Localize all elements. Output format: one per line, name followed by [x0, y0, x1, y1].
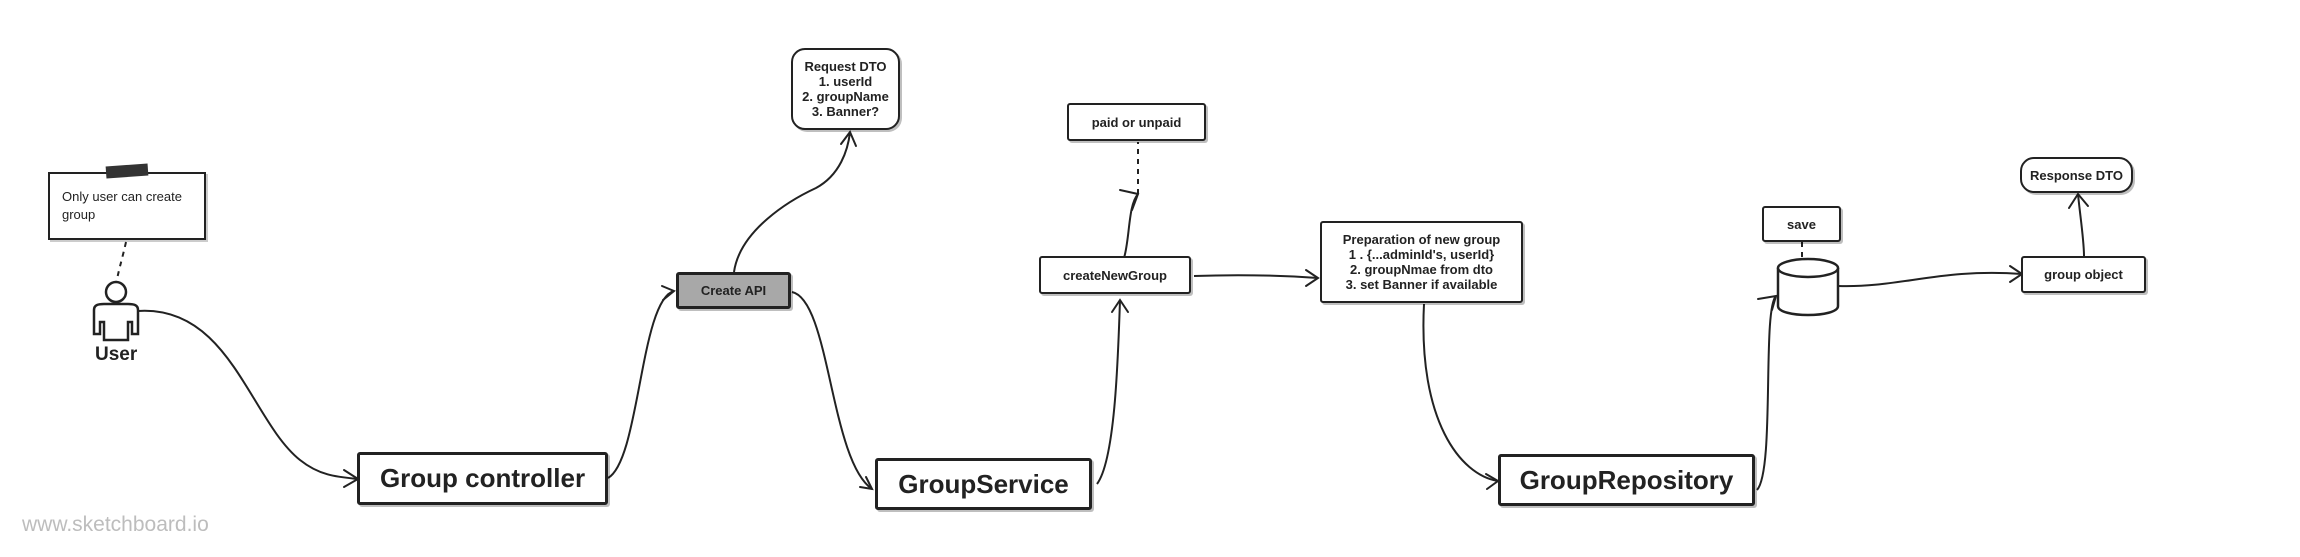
arrow-create-to-preparation	[1193, 274, 1319, 279]
create-api-node: Create API	[676, 272, 791, 309]
arrowhead	[2068, 192, 2089, 209]
request-dto-line: 3. Banner?	[811, 104, 880, 119]
arrow-create-to-paid	[1123, 193, 1139, 259]
arrow-preparation-to-repository	[1422, 303, 1499, 482]
arrow-controller-to-api	[607, 290, 675, 479]
arrowhead	[661, 285, 676, 301]
arrowhead	[1485, 473, 1500, 490]
note-text: Only user can create group	[62, 189, 182, 222]
user-icon	[92, 280, 140, 342]
response-dto-node: Response DTO	[2020, 157, 2133, 193]
preparation-node: Preparation of new group 1 . {...adminId…	[1320, 221, 1523, 303]
response-dto-label: Response DTO	[2030, 167, 2123, 183]
arrow-api-to-service	[791, 291, 873, 490]
group-object-label: group object	[2044, 267, 2123, 282]
group-service-label: GroupService	[898, 468, 1069, 499]
arrow-service-to-create	[1096, 299, 1121, 485]
save-label: save	[1787, 216, 1816, 232]
user-label: User	[95, 344, 138, 365]
create-new-group-node: createNewGroup	[1039, 256, 1191, 294]
preparation-line: 2. groupNmae from dto	[1349, 262, 1493, 277]
arrow-db-to-group-object	[1837, 271, 2023, 288]
group-object-node: group object	[2021, 256, 2146, 293]
arrowhead	[1119, 189, 1140, 211]
request-dto-node: Request DTO 1. userId 2. groupName 3. Ba…	[791, 48, 900, 130]
database-icon	[1776, 257, 1840, 317]
arrow-group-object-to-response	[2077, 193, 2085, 257]
sticky-note: Only user can create group	[48, 172, 206, 240]
group-controller-label: Group controller	[379, 463, 586, 493]
group-service-node: GroupService	[875, 458, 1092, 510]
arrowhead	[1305, 269, 1320, 287]
group-repository-label: GroupRepository	[1519, 464, 1734, 495]
arrowhead	[1757, 294, 1778, 311]
watermark: www.sketchboard.io	[22, 513, 209, 536]
save-node: save	[1762, 206, 1841, 242]
arrowhead	[840, 130, 857, 147]
group-repository-node: GroupRepository	[1498, 454, 1755, 506]
preparation-line: 1 . {...adminId's, userId}	[1348, 247, 1495, 262]
request-dto-line: 2. groupName	[802, 89, 889, 104]
arrow-api-to-request-dto	[733, 131, 851, 273]
note-connector	[115, 241, 127, 286]
request-dto-title: Request DTO	[804, 59, 887, 74]
request-dto-line: 1. userId	[818, 74, 873, 89]
paid-or-unpaid-node: paid or unpaid	[1067, 103, 1206, 141]
arrowhead	[1111, 298, 1129, 313]
preparation-line: 3. set Banner if available	[1345, 277, 1498, 292]
create-new-group-label: createNewGroup	[1062, 267, 1168, 283]
paid-or-unpaid-label: paid or unpaid	[1091, 114, 1182, 130]
group-controller-node: Group controller	[357, 452, 608, 505]
arrowhead	[859, 476, 874, 491]
create-api-label: Create API	[700, 283, 767, 298]
preparation-title: Preparation of new group	[1342, 232, 1501, 247]
arrow-repository-to-db	[1756, 295, 1777, 491]
arrow-user-to-controller	[137, 309, 359, 480]
